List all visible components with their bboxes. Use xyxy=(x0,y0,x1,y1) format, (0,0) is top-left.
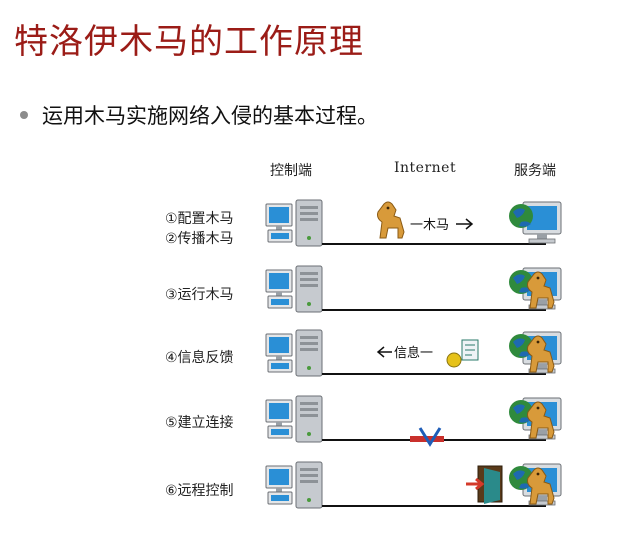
trojan-message-label: 一木马 xyxy=(410,218,449,233)
row-3: 信息一 xyxy=(266,330,561,376)
arrow-left-icon xyxy=(378,347,392,357)
row-4 xyxy=(266,396,561,444)
client-computer-icon xyxy=(266,330,322,376)
row-5 xyxy=(266,462,561,508)
client-computer-icon xyxy=(266,462,322,508)
info-message-label: 信息一 xyxy=(394,345,433,361)
server-globe-icon xyxy=(509,202,561,243)
trojan-horse-icon xyxy=(378,202,405,238)
row-2 xyxy=(266,266,561,312)
client-computer-icon xyxy=(266,200,322,246)
connection-plug-icon xyxy=(410,428,444,444)
info-document-icon xyxy=(447,340,478,367)
row-1: 一木马 xyxy=(266,200,561,246)
client-computer-icon xyxy=(266,396,322,442)
client-computer-icon xyxy=(266,266,322,312)
open-door-icon xyxy=(466,466,502,504)
arrow-right-icon xyxy=(456,219,472,229)
